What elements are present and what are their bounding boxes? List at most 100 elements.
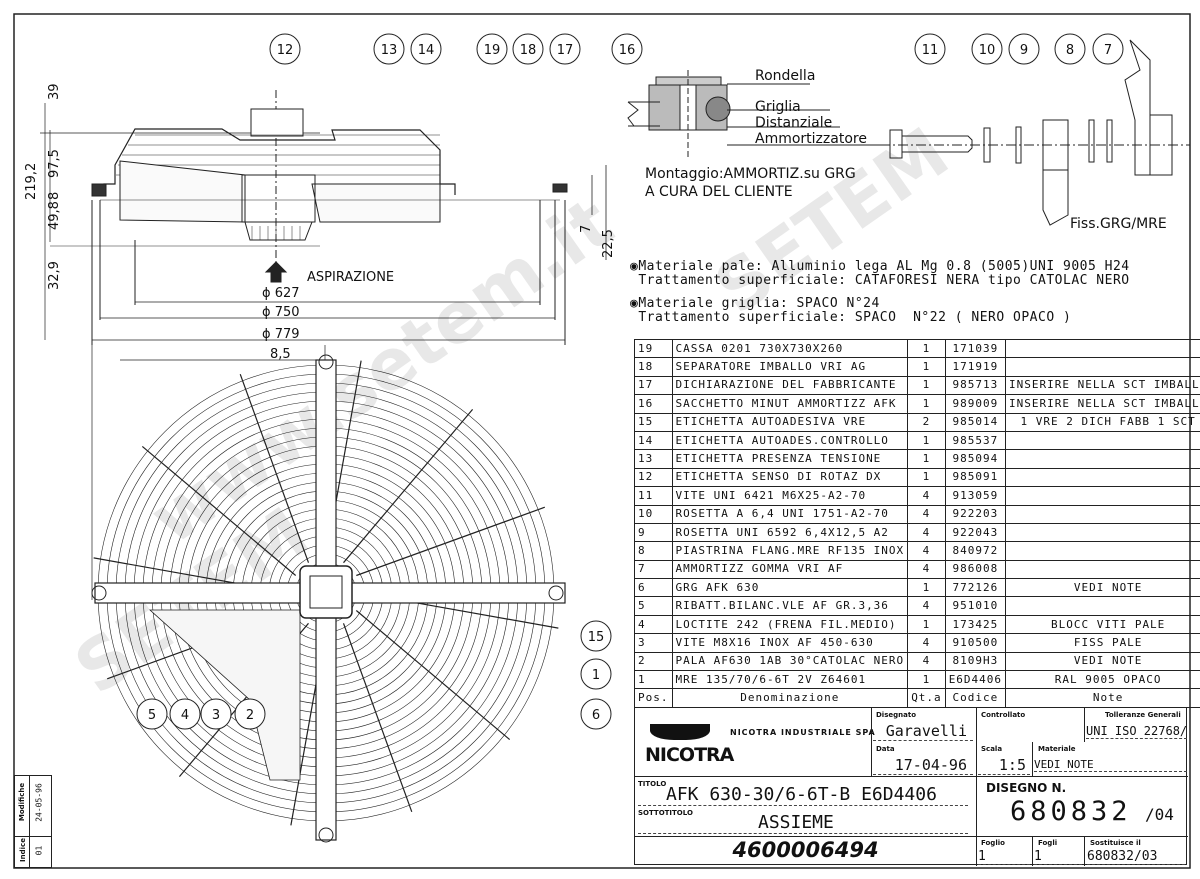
cell-qty: 1 (907, 614, 946, 635)
grille-spoke (239, 374, 310, 563)
balloon-circle (373, 33, 405, 65)
material-note-1: ◉Materiale pale: Alluminio lega AL Mg 0.… (630, 259, 1130, 274)
balloon-circle (200, 698, 232, 730)
tolerance-label: Tolleranze Generali (1105, 711, 1181, 719)
dim-8: 8 (47, 192, 62, 200)
cell-qty: 4 (907, 541, 946, 561)
balloon-7: 7 (1104, 43, 1112, 58)
material: VEDI NOTE (1034, 758, 1187, 772)
header-note: Note (1005, 688, 1200, 708)
header-name: Denominazione (671, 688, 909, 708)
date-label: Data (876, 745, 895, 753)
balloon-14: 14 (418, 43, 435, 58)
balloon-circle (476, 33, 508, 65)
cell-name: DICHIARAZIONE DEL FABBRICANTE (671, 375, 909, 396)
grille-spoke (343, 408, 474, 564)
drawn-by: Garavelli (873, 722, 973, 741)
cell-name: PALA AF630 1AB 30°CATOLAC NERO (671, 651, 909, 672)
cell-note: RAL 9005 OPACO (1005, 670, 1200, 690)
balloon-16: 16 (619, 43, 636, 58)
drawing-title: AFK 630-30/6-6T-B E6D4406 (638, 784, 968, 806)
cell-qty: 1 (907, 670, 946, 690)
sheet-label: Foglio (981, 839, 1005, 847)
cell-code: 922043 (944, 522, 1007, 543)
mod-date: 24-05-96 (34, 783, 44, 822)
cell-code: 8109H3 (944, 651, 1007, 672)
header-qty: Qt.a (907, 688, 946, 708)
cell-note (1005, 559, 1200, 580)
cell-note: BLOCC VITI PALE (1005, 614, 1200, 635)
cell-note (1005, 504, 1200, 524)
index-label: Indice (19, 838, 27, 862)
cell-pos: 11 (634, 486, 673, 506)
cell-name: PIASTRINA FLANG.MRE RF135 INOX (671, 541, 909, 561)
cell-note: VEDI NOTE (1005, 651, 1200, 672)
cell-pos: 14 (634, 430, 673, 451)
balloon-6: 6 (592, 708, 600, 723)
balloon-circle (580, 658, 612, 690)
sheets: 1 (1034, 849, 1082, 865)
dim-32-9: 32,9 (47, 261, 62, 290)
grille-spoke (356, 506, 545, 577)
cell-note (1005, 338, 1200, 359)
material-note-4: Trattamento superficiale: SPACO N°22 ( N… (630, 310, 1072, 325)
sheets-label: Fogli (1038, 839, 1058, 847)
cell-note: INSERIRE NELLA SCT IMBALLO (1005, 394, 1200, 414)
cell-note (1005, 522, 1200, 543)
balloon-circle (611, 33, 643, 65)
scale: 1:5 (978, 756, 1030, 775)
cell-name: CASSA 0201 730X730X260 (671, 338, 909, 359)
cell-code: 985713 (944, 375, 1007, 396)
label-griglia: Griglia (755, 99, 801, 115)
dim-22-5: 22,5 (601, 229, 616, 258)
cell-pos: 7 (634, 559, 673, 580)
label-ammortizzatore: Ammortizzatore (755, 131, 867, 147)
cell-name: ROSETTA UNI 6592 6,4X12,5 A2 (671, 522, 909, 543)
mod-label: Modifiche (18, 782, 26, 822)
cell-qty: 4 (907, 504, 946, 524)
cell-code: E6D4406 (944, 670, 1007, 690)
cell-qty: 1 (907, 430, 946, 451)
dia-779: ϕ 779 (262, 327, 300, 342)
cell-pos: 9 (634, 522, 673, 543)
cell-note (1005, 596, 1200, 616)
cell-name: SEPARATORE IMBALLO VRI AG (671, 357, 909, 377)
balloon-circle (580, 698, 612, 730)
cell-note (1005, 357, 1200, 377)
cell-pos: 17 (634, 375, 673, 396)
material-note-2: Trattamento superficiale: CATAFORESI NER… (630, 273, 1130, 288)
balloon-17: 17 (557, 43, 574, 58)
cell-code: 951010 (944, 596, 1007, 616)
cell-note (1005, 467, 1200, 488)
cell-code: 986008 (944, 559, 1007, 580)
cell-pos: 18 (634, 357, 673, 377)
cell-qty: 4 (907, 486, 946, 506)
cell-name: ETICHETTA PRESENZA TENSIONE (671, 449, 909, 469)
dia-627: ϕ 627 (262, 286, 300, 301)
balloon-circle (234, 698, 266, 730)
balloon-4: 4 (181, 708, 189, 723)
header-pos: Pos. (634, 688, 673, 708)
balloon-18: 18 (520, 43, 537, 58)
cell-pos: 15 (634, 412, 673, 432)
cell-pos: 10 (634, 504, 673, 524)
cell-note (1005, 449, 1200, 469)
balloon-5: 5 (148, 708, 156, 723)
balloon-11: 11 (922, 43, 939, 58)
balloon-circle (580, 620, 612, 652)
